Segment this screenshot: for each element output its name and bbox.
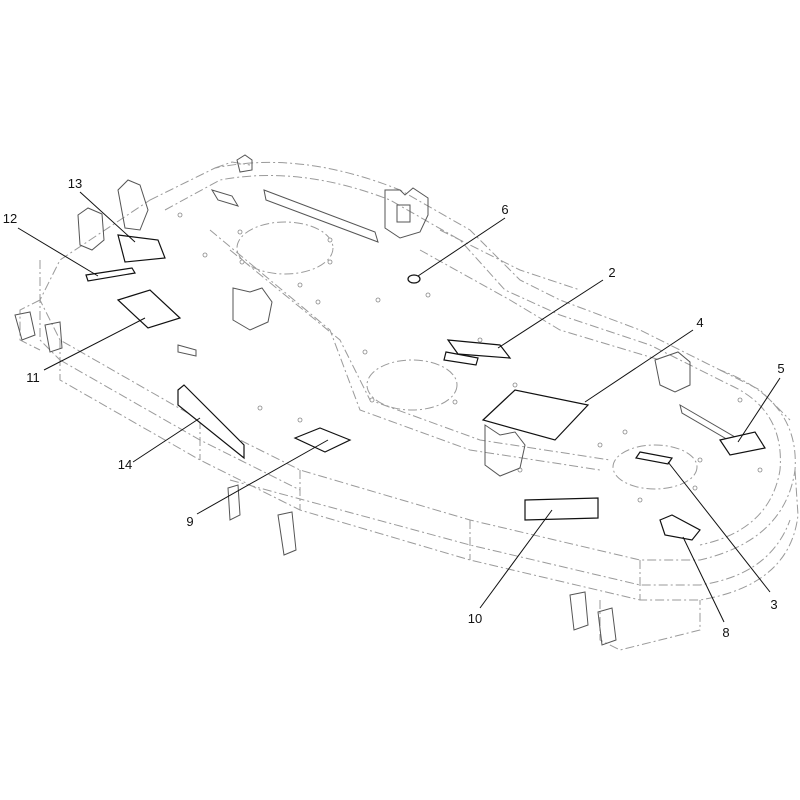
callout-labels: 2 3 4 5 6 8 9 10 11 12 13 14 <box>3 176 785 640</box>
leader-14 <box>132 417 201 463</box>
callout-8: 8 <box>722 625 729 640</box>
deck-outline <box>19 161 799 651</box>
callout-14: 14 <box>118 457 132 472</box>
rear-baffle <box>263 189 379 243</box>
front-hitch-plate-4 <box>597 607 617 646</box>
decal-14 <box>177 384 245 460</box>
decal-2 <box>446 339 512 359</box>
left-hitch-plate-1 <box>14 311 36 341</box>
callout-13: 13 <box>68 176 82 191</box>
decal-3 <box>634 451 674 465</box>
top-fitting <box>236 154 253 173</box>
decal-6 <box>407 274 421 284</box>
spindle-opening-center <box>366 359 458 411</box>
decal-4 <box>481 389 590 441</box>
callout-9: 9 <box>186 514 193 529</box>
callout-10: 10 <box>468 611 482 626</box>
callout-3: 3 <box>770 597 777 612</box>
spindle-openings <box>236 221 698 490</box>
front-hitch-plate-3 <box>569 591 589 631</box>
front-hitch-plate-1 <box>227 484 241 521</box>
callout-6: 6 <box>501 202 508 217</box>
leader-12 <box>17 227 99 277</box>
leader-5 <box>737 377 781 443</box>
brackets <box>14 154 743 646</box>
leader-2 <box>497 279 604 349</box>
decal-13 <box>117 234 166 263</box>
decal-8 <box>659 514 701 541</box>
decal-11 <box>116 289 182 329</box>
callout-11: 11 <box>26 370 40 385</box>
right-bracket <box>654 351 691 393</box>
callout-4: 4 <box>696 315 703 330</box>
leader-9 <box>196 439 329 515</box>
decal-12 <box>85 267 136 282</box>
leader-13 <box>79 191 136 243</box>
callout-12: 12 <box>3 211 17 226</box>
leader-8 <box>682 536 725 623</box>
leader-10 <box>479 509 553 609</box>
mounting-holes <box>177 212 763 503</box>
decal-9 <box>293 427 352 453</box>
leader-6 <box>417 217 506 277</box>
rear-center-bracket <box>384 187 429 239</box>
center-front-bracket <box>484 424 526 477</box>
rear-left-bracket <box>117 179 149 231</box>
left-spindle-bracket <box>232 287 273 331</box>
decal-2b <box>443 351 479 366</box>
callout-2: 2 <box>608 265 615 280</box>
leader-4 <box>584 329 694 403</box>
decal-10 <box>524 497 599 521</box>
leader-3 <box>667 461 771 593</box>
spindle-opening-left <box>236 221 334 275</box>
callout-5: 5 <box>777 361 784 376</box>
left-hitch-plate-2 <box>44 321 63 353</box>
front-hitch-plate-2 <box>277 511 297 556</box>
leader-lines <box>17 191 781 623</box>
spindle-opening-right <box>612 444 698 490</box>
decals <box>85 234 766 541</box>
leader-11 <box>43 317 146 371</box>
